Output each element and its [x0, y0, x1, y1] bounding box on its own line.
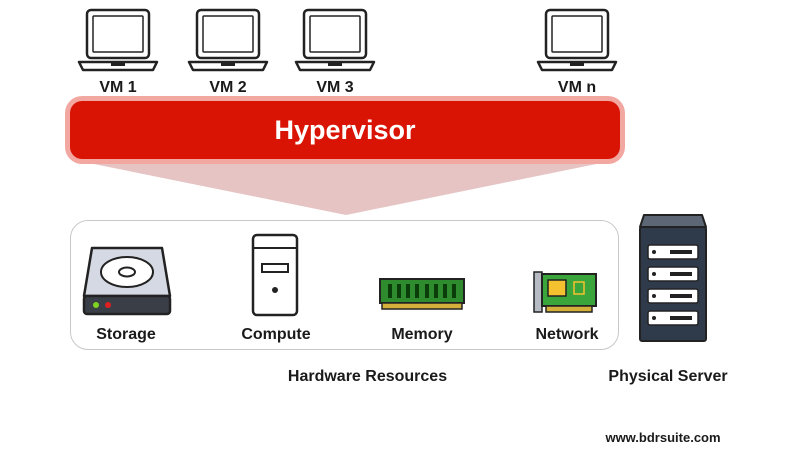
vm-n-laptop-icon: [536, 8, 618, 72]
compute-label: Compute: [241, 326, 311, 343]
hypervisor-title: Hypervisor: [274, 114, 416, 145]
network-card-icon: [533, 271, 597, 313]
vm-2-label: VM 2: [209, 79, 247, 96]
network-label: Network: [535, 326, 599, 343]
desktop-tower-icon: [251, 233, 299, 317]
vm-1-laptop-icon: [77, 8, 159, 72]
vm-3-laptop-icon: [294, 8, 376, 72]
memory-label: Memory: [391, 326, 453, 343]
storage-label: Storage: [96, 326, 156, 343]
vm-3-label: VM 3: [316, 79, 354, 96]
footer-site-url: www.bdrsuite.com: [605, 430, 721, 445]
vm-1-label: VM 1: [99, 79, 137, 96]
server-rack-icon: [639, 214, 707, 342]
hypervisor-bar: Hypervisor: [70, 101, 620, 159]
physical-server-caption: Physical Server: [608, 368, 728, 385]
vm-n-label: VM n: [557, 79, 597, 96]
vm-2-laptop-icon: [187, 8, 269, 72]
ram-module-icon: [379, 278, 465, 310]
hard-drive-icon: [82, 246, 172, 316]
hardware-resources-caption: Hardware Resources: [287, 368, 448, 385]
